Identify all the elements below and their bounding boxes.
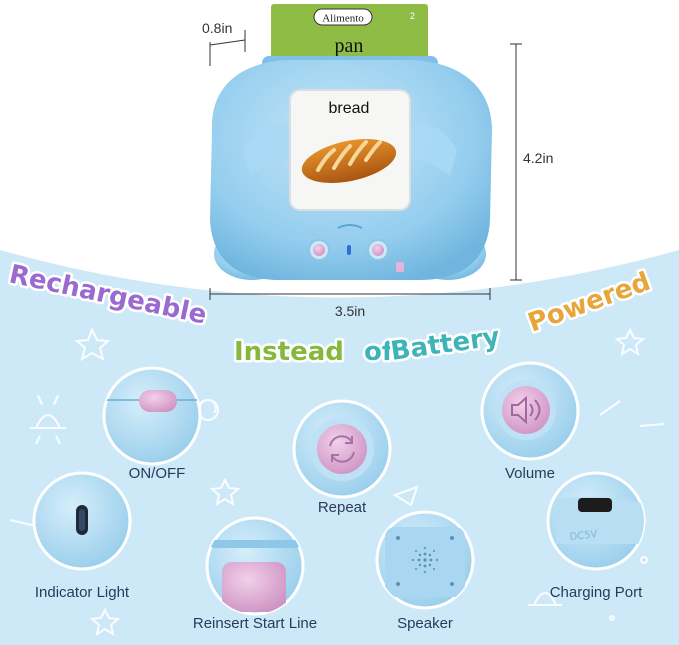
feature-indicator-light: Indicator Light <box>32 471 132 601</box>
feature-repeat: Repeat <box>292 399 392 516</box>
on-off-label: ON/OFF <box>129 465 186 482</box>
learning-device: Alimento 2 pan bread <box>210 4 492 280</box>
charging-label: Charging Port <box>550 584 643 601</box>
feature-speaker: Speaker <box>375 510 475 632</box>
feature-volume: Volume <box>480 361 580 482</box>
card-category-label: Alimento <box>322 13 364 25</box>
top-flash-card: Alimento 2 pan <box>271 4 428 70</box>
headline-instead: Instead <box>234 337 344 367</box>
feature-charging-port: DC5V Charging Port <box>546 471 646 601</box>
on-off-switch <box>139 390 177 412</box>
repeat-arrows-icon <box>329 435 355 463</box>
card-number: 2 <box>410 11 415 21</box>
headline-of: of <box>364 337 394 367</box>
dimension-markers: 0.8in 4.2in 3.5in <box>202 20 553 319</box>
volume-label: Volume <box>505 465 555 482</box>
height-label: 4.2in <box>523 150 553 166</box>
speaker-grille-icon <box>396 536 454 586</box>
indicator-label: Indicator Light <box>35 584 130 601</box>
feature-reinsert-start-line: Reinsert Start Line <box>193 516 317 632</box>
screen-card-word: bread <box>329 100 370 117</box>
depth-label: 0.8in <box>202 20 232 36</box>
repeat-label: Repeat <box>318 499 367 516</box>
usb-port <box>578 498 612 512</box>
decor-doodles <box>9 327 665 637</box>
feature-on-off: ON/OFF <box>102 366 202 482</box>
speaker-label: Speaker <box>397 615 453 632</box>
card-word: pan <box>335 35 364 57</box>
svg-text:DC5V: DC5V <box>569 529 598 543</box>
speaker-icon <box>511 395 541 425</box>
bread-icon <box>301 139 397 183</box>
width-label: 3.5in <box>335 303 365 319</box>
reinsert-label: Reinsert Start Line <box>193 615 317 632</box>
